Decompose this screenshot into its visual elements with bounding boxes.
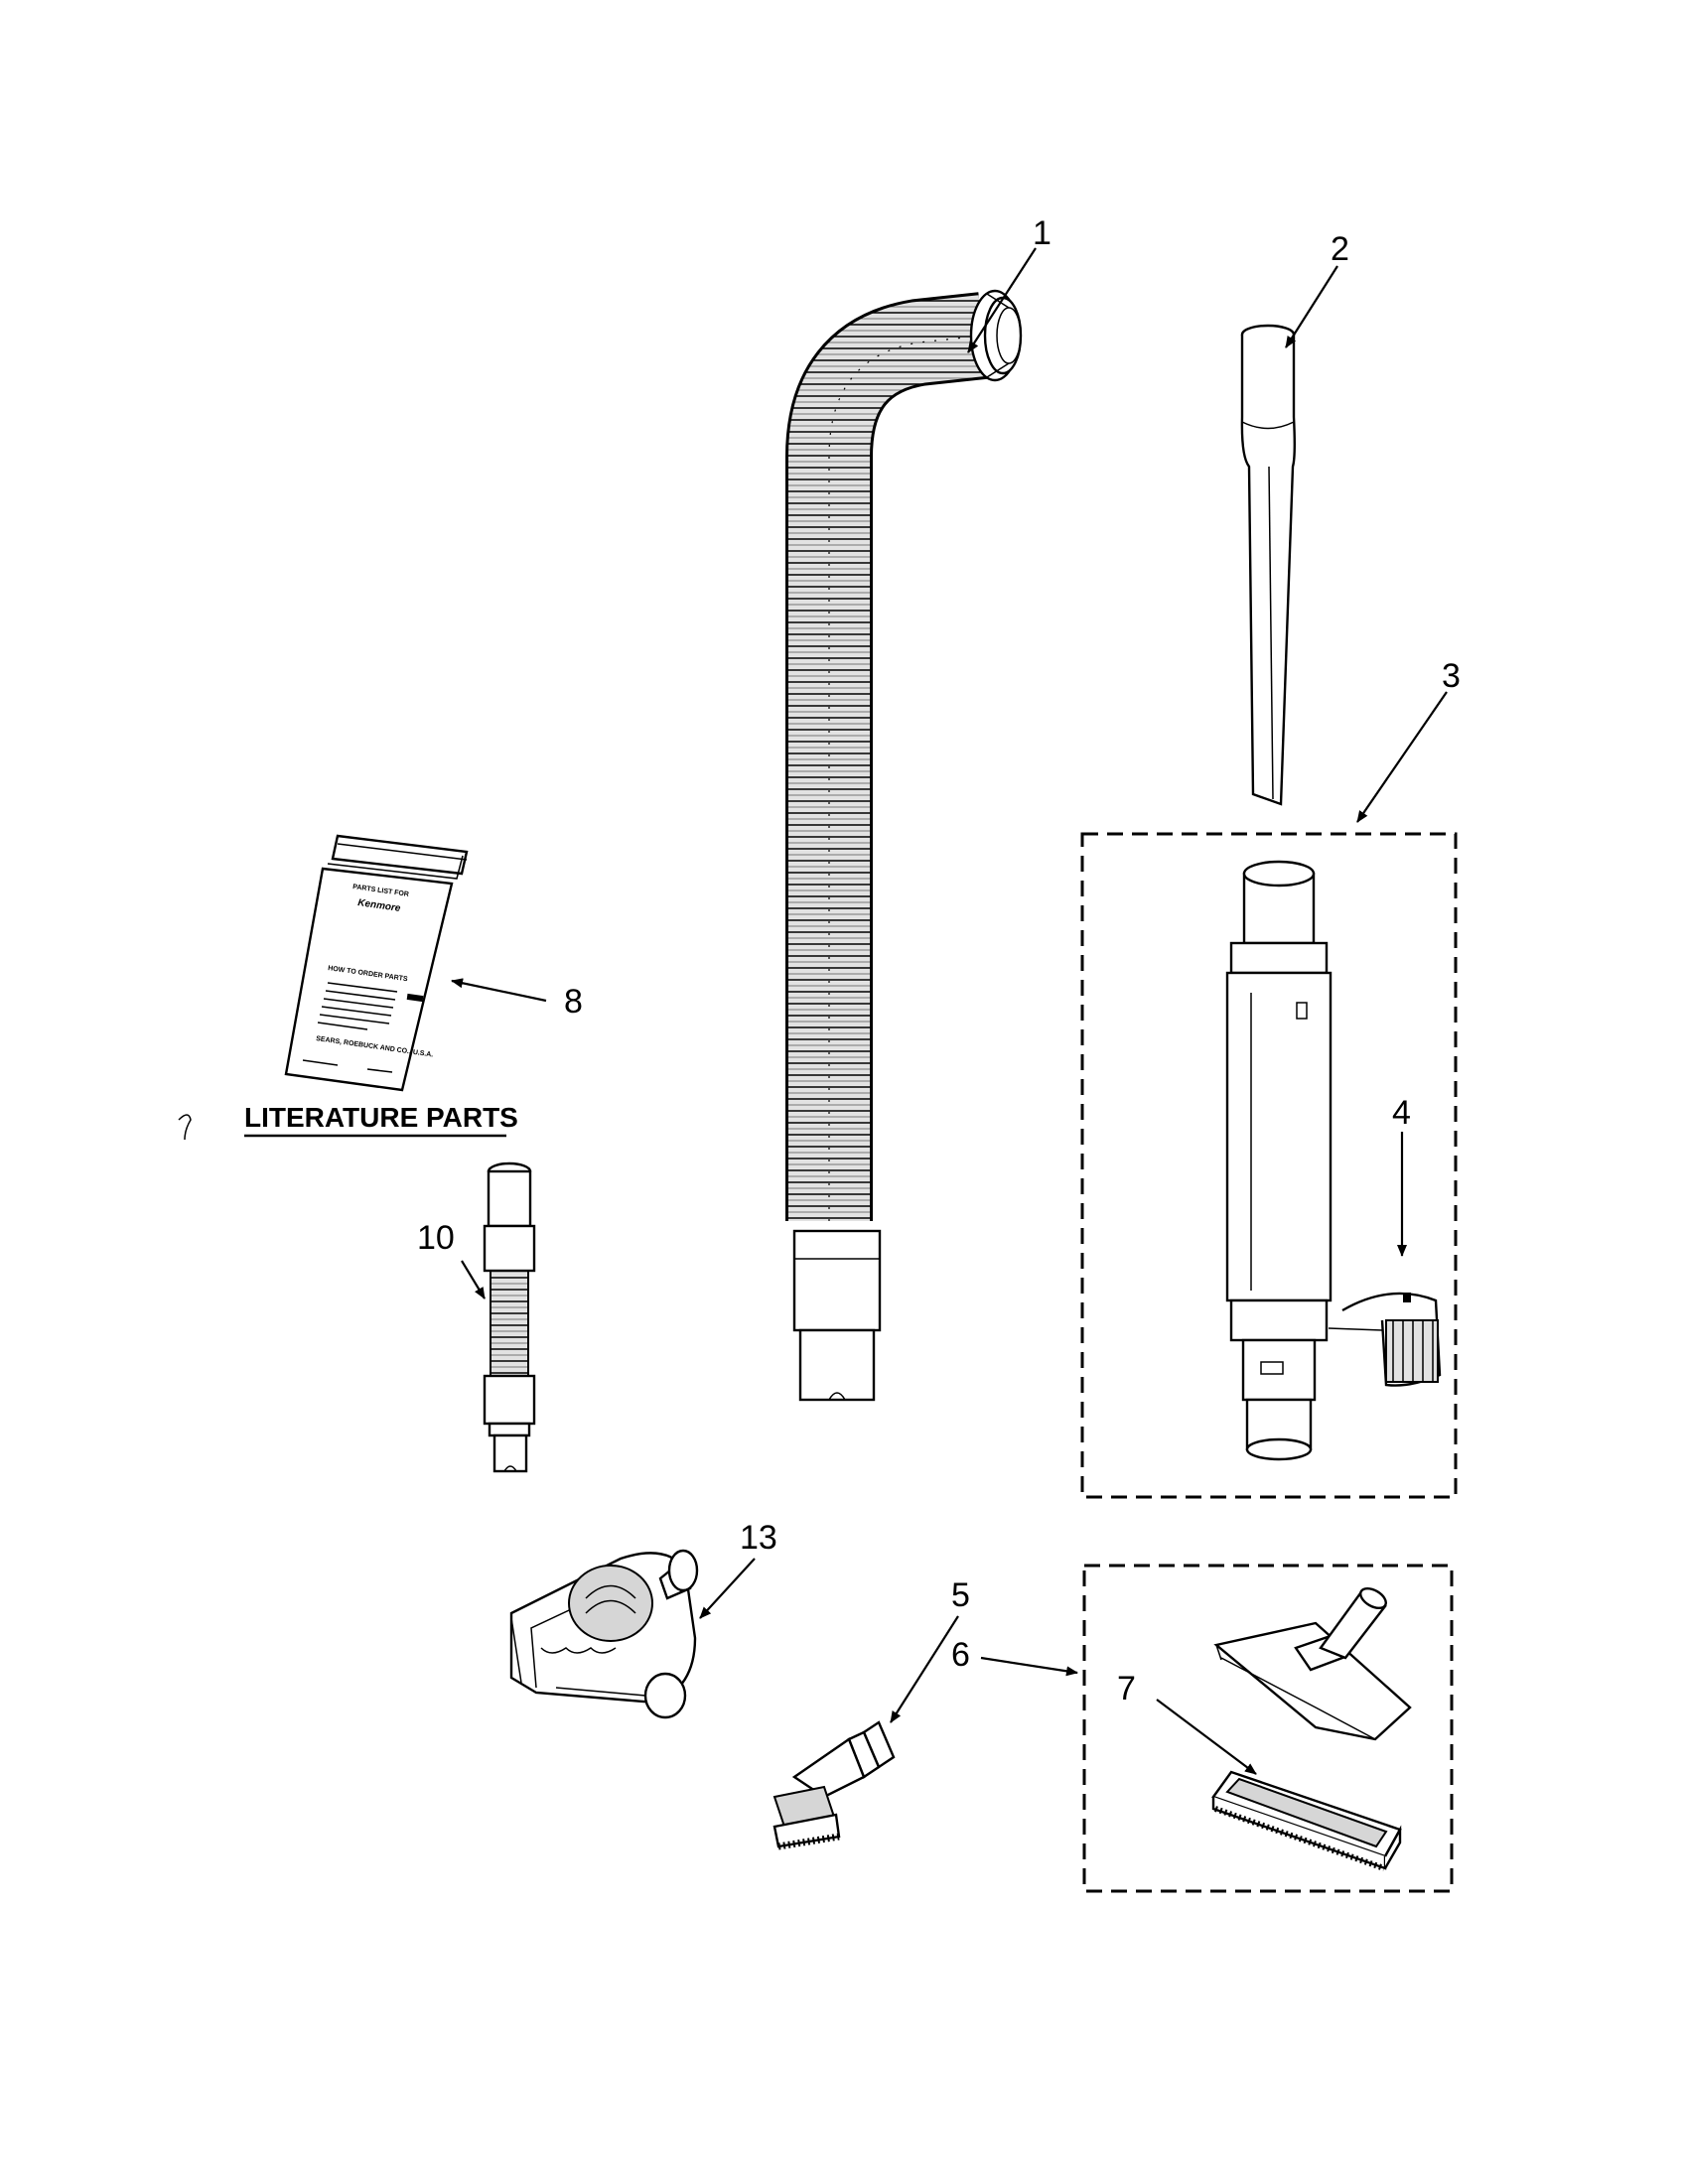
callout-leaders xyxy=(451,247,1448,1775)
literature-heading-text: LITERATURE PARTS xyxy=(244,1102,518,1133)
part-6-group-box xyxy=(1082,1564,1454,1893)
part-2-crevice-tool xyxy=(1240,324,1296,806)
callout-5: 5 xyxy=(951,1576,970,1614)
callout-6: 6 xyxy=(951,1636,970,1674)
leader-6 xyxy=(980,1656,1078,1677)
part-1-hose xyxy=(785,289,1023,1402)
callout-3: 3 xyxy=(1442,657,1461,695)
callout-8: 8 xyxy=(564,983,583,1021)
part-10-small-hose xyxy=(483,1161,536,1473)
leader-10 xyxy=(461,1260,486,1299)
callout-4: 4 xyxy=(1392,1094,1411,1132)
hose-upper-coupling xyxy=(969,289,1023,382)
leader-3 xyxy=(1356,691,1448,823)
part-7-upholstery-tool xyxy=(1211,1770,1402,1871)
callout-2: 2 xyxy=(1331,230,1349,268)
leader-8 xyxy=(451,978,547,1003)
part-4-wand-clip xyxy=(1328,1292,1442,1387)
part-3-extension-wand xyxy=(1225,860,1333,1461)
leader-13 xyxy=(699,1558,756,1619)
hose-lower-cuff xyxy=(792,1229,882,1402)
part-5-dusting-brush xyxy=(772,1720,896,1850)
literature-parts-heading: LITERATURE PARTS xyxy=(244,1102,518,1138)
callout-10: 10 xyxy=(417,1219,455,1257)
leader-5 xyxy=(890,1615,959,1723)
leader-7 xyxy=(1156,1699,1257,1775)
part-3-group-box xyxy=(1080,832,1458,1499)
leader-2 xyxy=(1285,265,1338,348)
leader-1 xyxy=(967,247,1037,353)
callout-13: 13 xyxy=(740,1519,777,1557)
stray-mark xyxy=(178,1114,192,1141)
callout-7: 7 xyxy=(1117,1670,1136,1707)
part-6-floor-tool xyxy=(1213,1586,1412,1741)
callout-1: 1 xyxy=(1033,214,1052,252)
part-13-turbo-brush xyxy=(509,1549,699,1719)
part-8-literature-booklet: PARTS LIST FOR Kenmore HOW TO ORDER PART… xyxy=(284,834,469,1092)
